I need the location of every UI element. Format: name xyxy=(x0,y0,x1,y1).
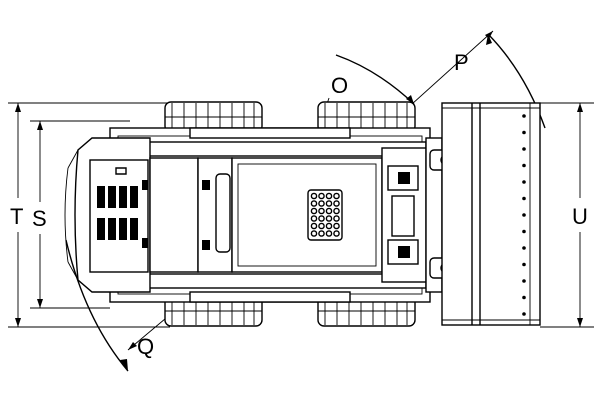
label-s: S xyxy=(32,206,47,231)
grid-hole xyxy=(310,200,318,207)
grid-hole xyxy=(325,200,333,207)
grid-hole xyxy=(333,192,340,200)
bucket-bolt xyxy=(522,246,526,250)
bucket-bolt xyxy=(522,262,526,267)
grid-hole xyxy=(333,215,340,222)
grid-hole xyxy=(318,230,325,237)
label-u: U xyxy=(572,204,588,229)
bucket-bolt xyxy=(522,229,526,234)
bucket-bolt xyxy=(522,147,526,151)
bucket-bolt xyxy=(522,130,526,135)
label-p: P xyxy=(454,50,469,75)
bucket-bolts xyxy=(522,114,526,316)
grid-hole xyxy=(333,207,340,215)
bucket-bolt xyxy=(522,196,526,201)
loader-arms xyxy=(381,147,427,283)
tire-front-left xyxy=(164,101,263,133)
bucket-bolt xyxy=(522,312,526,316)
grid-hole xyxy=(333,200,340,207)
grid-hole xyxy=(325,192,333,200)
label-t: T xyxy=(10,204,23,229)
dimension-u xyxy=(540,102,594,328)
grid-hole xyxy=(310,230,318,237)
grid-hole xyxy=(310,192,318,200)
grid-hole xyxy=(318,215,325,222)
grid-hole xyxy=(318,207,325,215)
grid-hole xyxy=(318,192,325,200)
grid-hole xyxy=(310,215,318,222)
grid-hole xyxy=(325,222,333,230)
control-grid xyxy=(310,192,340,237)
grid-hole xyxy=(325,215,333,222)
grid-hole xyxy=(318,222,325,230)
grid-hole xyxy=(310,222,318,230)
bucket-bolt xyxy=(522,279,526,283)
grid-hole xyxy=(333,230,340,237)
bucket-bolt xyxy=(522,213,526,217)
tire-front-right xyxy=(164,295,263,327)
grid-hole xyxy=(333,222,340,230)
operator-platform xyxy=(149,157,233,273)
label-q: Q xyxy=(137,334,154,359)
grid-hole xyxy=(325,230,333,237)
bucket-bolt xyxy=(522,163,526,168)
grid-hole xyxy=(310,207,318,215)
dimension-t xyxy=(8,102,170,328)
bucket-bolt xyxy=(522,114,526,118)
bucket-bolt xyxy=(522,295,526,300)
grid-hole xyxy=(318,200,325,207)
dimension-s xyxy=(30,120,130,309)
grid-hole xyxy=(325,207,333,215)
rear-engine-hood xyxy=(64,137,151,293)
bucket-bolt xyxy=(522,180,526,184)
label-o: O xyxy=(331,73,348,98)
main-cowl xyxy=(231,157,383,273)
